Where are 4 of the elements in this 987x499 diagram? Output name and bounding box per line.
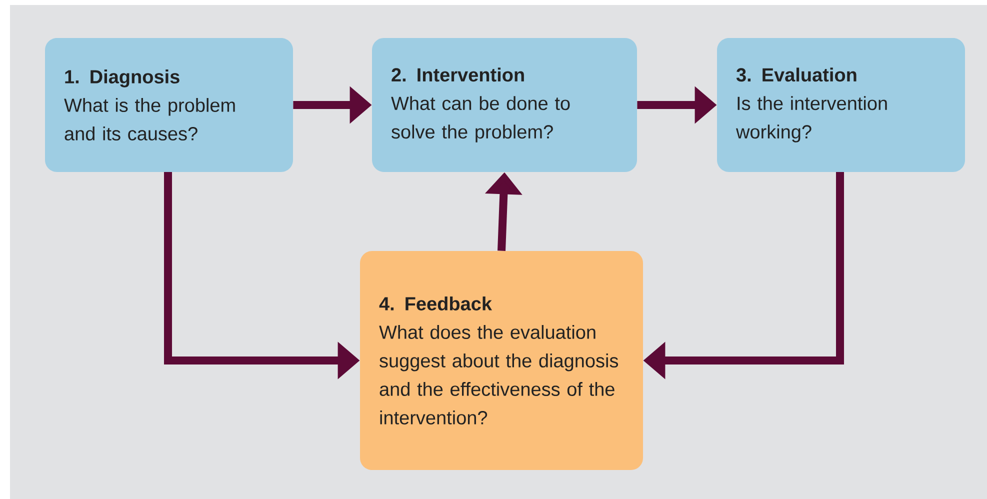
process-box: 4. Feedback What does the evaluation suggest about the diagnosis and the effectiveness of the intervention? [360, 251, 643, 470]
process-box: 1. Diagnosis What is the problem and its causes? [45, 38, 293, 172]
process-box: 3. Evaluation Is the intervention working? [717, 38, 965, 172]
process-box: 2. Intervention What can be done to solve the problem? [372, 38, 637, 172]
